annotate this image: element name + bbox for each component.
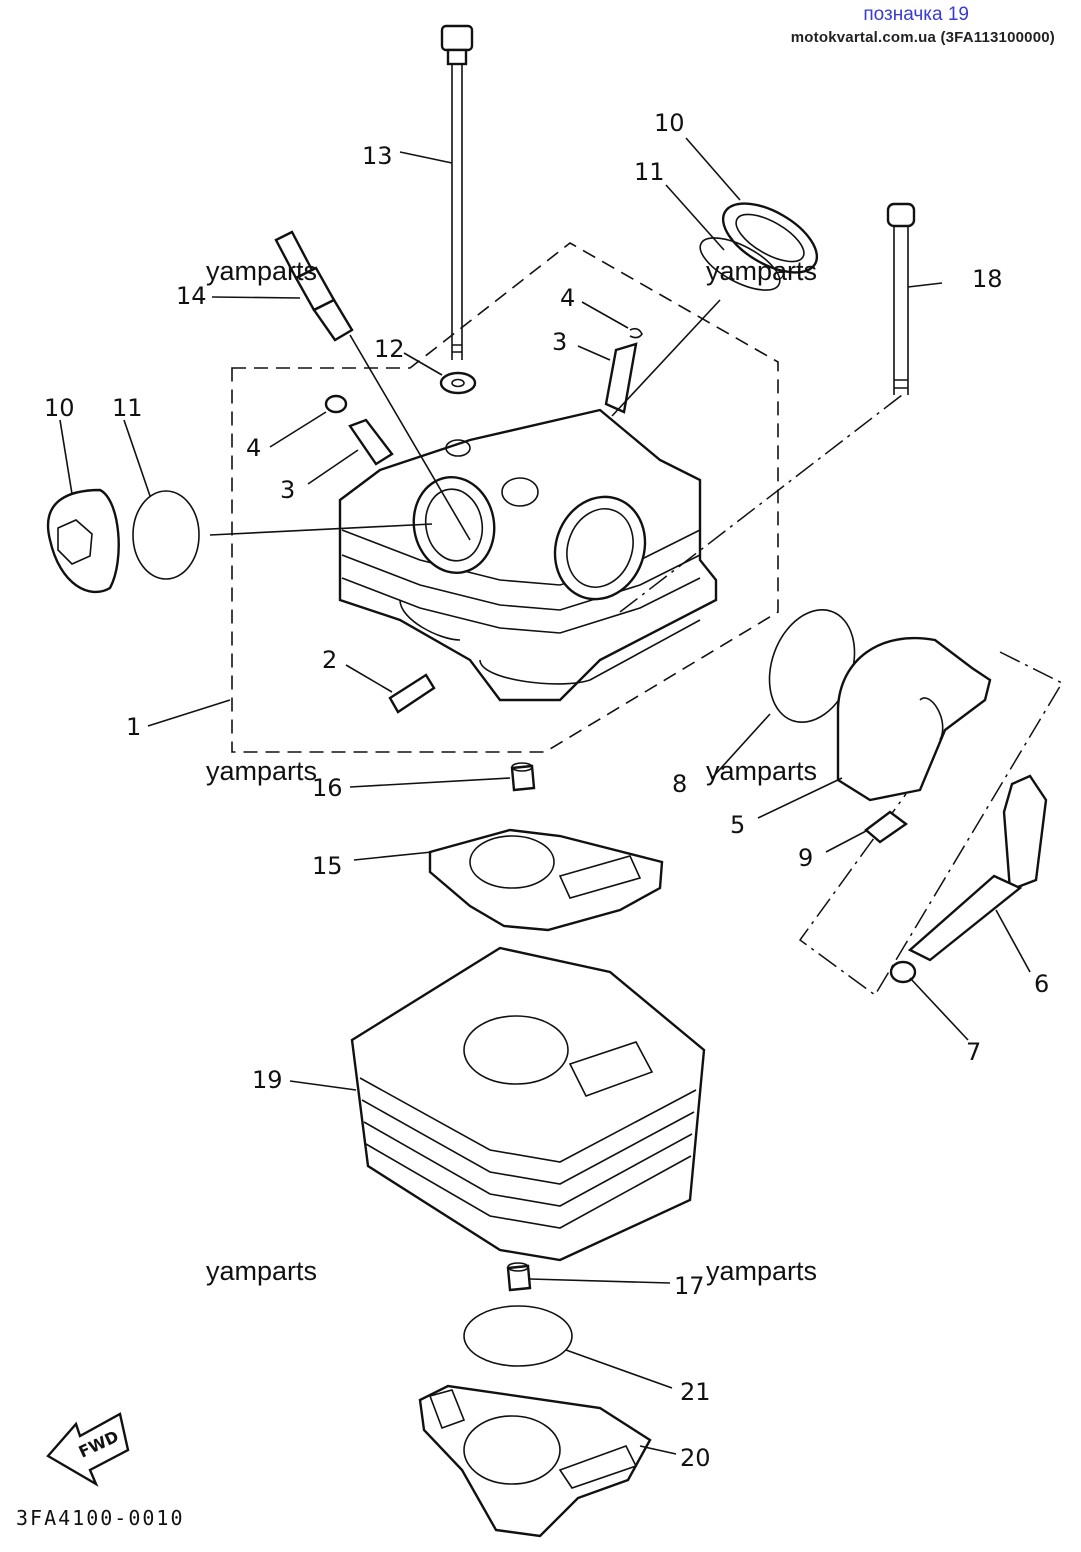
callout-21: 21 (680, 1378, 711, 1406)
callout-5: 5 (730, 811, 745, 839)
valve-cap-10-top[interactable] (712, 189, 828, 286)
watermark: yamparts (706, 756, 817, 786)
callout-3-top: 3 (552, 328, 567, 356)
valve-cap-10-left[interactable] (47, 488, 120, 594)
head-gasket-15[interactable] (428, 828, 664, 932)
screw-9[interactable] (864, 810, 909, 844)
callout-8: 8 (672, 770, 687, 798)
callout-15: 15 (312, 852, 343, 880)
cam-cover-5[interactable] (836, 636, 992, 802)
assembly-outline-cover (798, 651, 1064, 997)
callout-1: 1 (126, 713, 141, 741)
header-label: позначка 19 (863, 4, 969, 25)
callout-16: 16 (312, 774, 343, 802)
stud-bolt-18[interactable] (886, 202, 916, 395)
breather-pipe-6[interactable] (907, 774, 1048, 962)
assembly-outline-head (231, 242, 779, 753)
callout-17: 17 (674, 1272, 705, 1300)
callout-13: 13 (362, 142, 393, 170)
o-ring-11-left[interactable] (132, 490, 200, 580)
dowel-pin-16[interactable] (510, 762, 536, 792)
spark-plug-14[interactable] (274, 230, 354, 342)
valve-guide-3-top[interactable] (604, 342, 638, 414)
watermarks: yamparts yamparts yamparts yamparts yamp… (206, 256, 817, 1286)
callout-14: 14 (176, 282, 207, 310)
valve-guide-3-left[interactable] (348, 418, 394, 466)
cylinder-19[interactable] (350, 946, 706, 1262)
clip-4-left[interactable] (324, 394, 348, 414)
clip-7[interactable] (889, 960, 917, 984)
diagram-code: 3FA4100-0010 (16, 1506, 185, 1530)
watermark: yamparts (206, 756, 317, 786)
watermark: yamparts (206, 1256, 317, 1286)
callout-7: 7 (966, 1038, 981, 1066)
leader-lines (59, 137, 1031, 1455)
base-gasket-20[interactable] (418, 1384, 652, 1538)
dowel-pin-17[interactable] (506, 1262, 532, 1292)
forward-arrow-icon: FWD (46, 1412, 130, 1487)
callout-18: 18 (972, 265, 1003, 293)
callout-20: 20 (680, 1444, 711, 1472)
callout-11-top: 11 (634, 158, 665, 186)
callout-2: 2 (322, 646, 337, 674)
callout-3-left: 3 (280, 476, 295, 504)
callout-4-top: 4 (560, 284, 575, 312)
cylinder-head-1[interactable] (338, 408, 718, 702)
watermark: yamparts (706, 1256, 817, 1286)
callout-12: 12 (374, 335, 405, 363)
callout-9: 9 (798, 844, 813, 872)
washer-12[interactable] (439, 371, 477, 395)
callout-10-top: 10 (654, 109, 685, 137)
callout-11-left: 11 (112, 394, 143, 422)
stud-2[interactable] (388, 673, 436, 714)
o-ring-11-top[interactable] (693, 227, 788, 300)
callout-10-left: 10 (44, 394, 75, 422)
callout-4-left: 4 (246, 434, 261, 462)
callout-labels: 13 10 11 18 14 4 3 12 10 11 4 3 2 1 16 8… (44, 109, 1049, 1472)
clip-4-top[interactable] (629, 327, 643, 339)
stud-bolt-13[interactable] (440, 24, 474, 360)
header-site-link[interactable]: motokvartal.com.ua (3FA113100000) (790, 29, 1055, 46)
callout-19: 19 (252, 1066, 283, 1094)
watermark: yamparts (206, 256, 317, 286)
callout-6: 6 (1034, 970, 1049, 998)
watermark: yamparts (706, 256, 817, 286)
o-ring-21[interactable] (463, 1305, 573, 1367)
